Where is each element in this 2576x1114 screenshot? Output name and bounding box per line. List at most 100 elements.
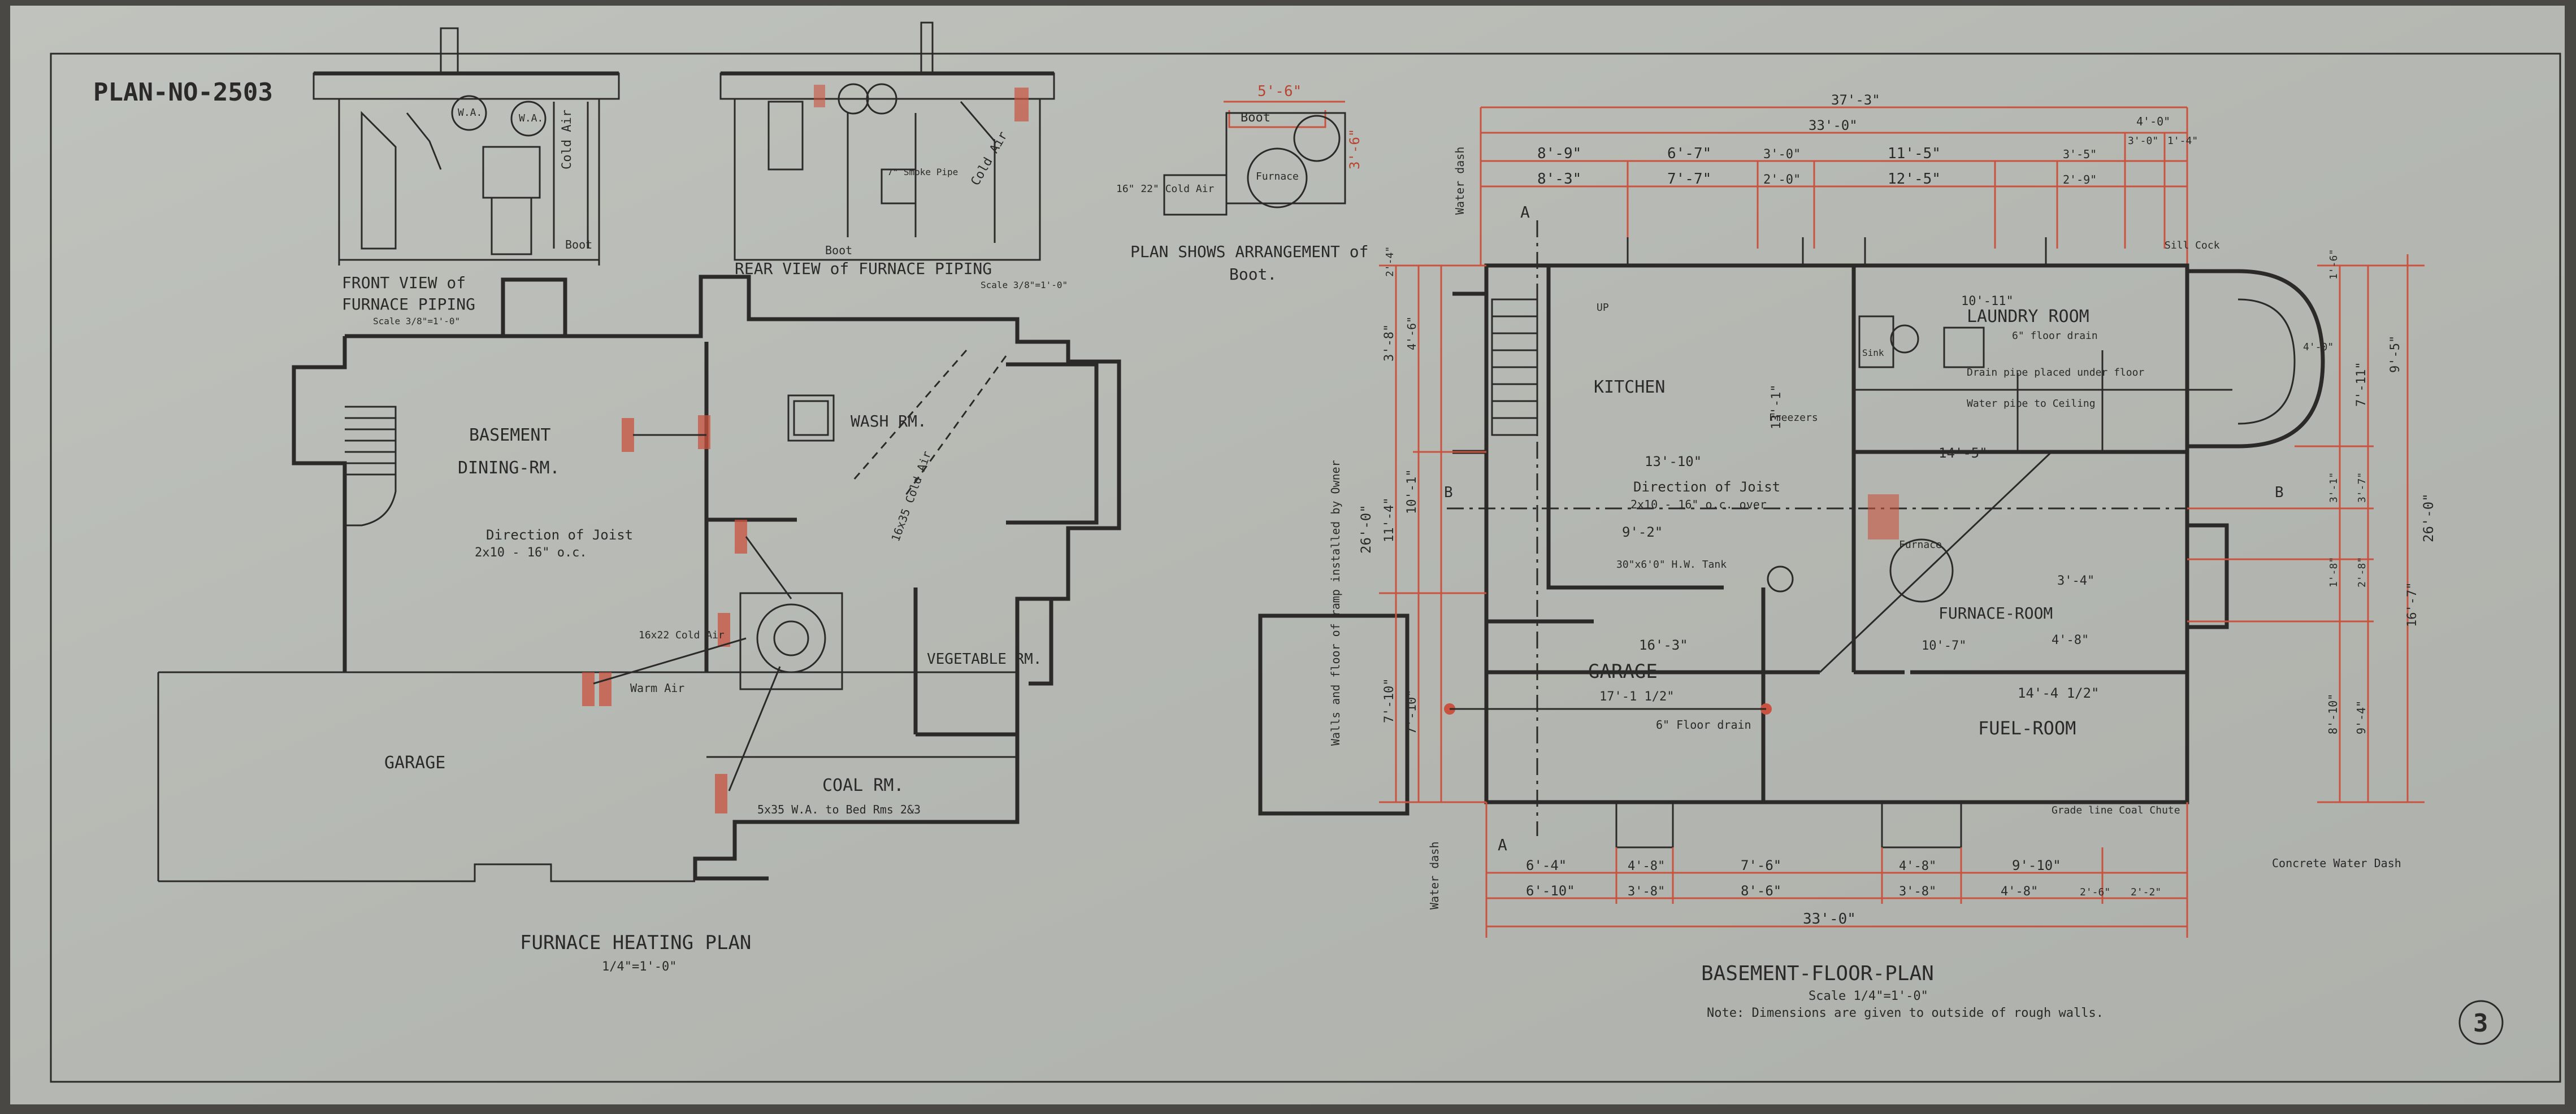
freezers-label: Freezers bbox=[1769, 412, 1818, 424]
sink-label: Sink bbox=[1862, 347, 1884, 358]
dim-left-46: 4'-6" bbox=[1405, 316, 1419, 350]
dim-right-260: 26'-0" bbox=[2421, 493, 2436, 542]
dim-bot-26: 2'-6" bbox=[2080, 886, 2110, 898]
dim-right-40: 4'-0" bbox=[2303, 341, 2334, 353]
dim-right-711: 7'-11" bbox=[2354, 362, 2369, 407]
section-b-left: B bbox=[1444, 484, 1453, 501]
front-view-furnace-piping: W.A. W.A. Cold Air Boot FRONT VIEW of FU… bbox=[313, 27, 620, 327]
room-basement: BASEMENT bbox=[469, 425, 551, 445]
dim-right-167: 16'-7" bbox=[2405, 582, 2419, 627]
furnace-label: Furnace bbox=[1899, 539, 1942, 551]
heating-bed-rms: 5x35 W.A. to Bed Rms 2&3 bbox=[757, 803, 921, 816]
sill-cock-label: Sill Cock bbox=[2165, 240, 2220, 251]
boot-furnace-label: Furnace bbox=[1256, 171, 1299, 182]
dim-right-28: 2'-8" bbox=[2356, 557, 2368, 588]
water-pipe-note: Water pipe to Ceiling bbox=[1967, 398, 2096, 410]
section-b-right: B bbox=[2275, 484, 2284, 501]
floor-plan-scale: Scale 1/4"=1'-0" bbox=[1809, 989, 1928, 1003]
stair bbox=[345, 406, 397, 526]
dim-inner-131: 13'-1" bbox=[1770, 385, 1784, 429]
dim-left-101: 10'-1" bbox=[1405, 469, 1419, 514]
water-dash-bottom: Water dash bbox=[1428, 842, 1441, 910]
dim-top-77: 7'-7" bbox=[1667, 171, 1711, 188]
front-view-title: FRONT VIEW of bbox=[342, 273, 466, 292]
paper bbox=[10, 6, 2565, 1104]
dim-left-38: 3'-8" bbox=[1382, 324, 1397, 362]
sheet-number-text: 3 bbox=[2473, 1009, 2488, 1038]
floor-drain-garage: 6" Floor drain bbox=[1656, 718, 1751, 732]
dim-inner-1310: 13'-10" bbox=[1645, 454, 1702, 469]
dim-left-260: 26'-0" bbox=[1358, 504, 1374, 554]
heating-cold-air: 16x22 Cold Air bbox=[639, 629, 725, 641]
dim-bot-38b: 3'-8" bbox=[1899, 885, 1936, 899]
section-a-bottom: A bbox=[1498, 836, 1507, 854]
dim-top-35: 3'-5" bbox=[2063, 147, 2097, 161]
front-wa-2: W.A. bbox=[519, 112, 543, 124]
dim-inner-1011: 10'-11" bbox=[1961, 294, 2014, 308]
dim-inner-1711: 17'-1 1/2" bbox=[1599, 690, 1674, 704]
heating-plan-title: FURNACE HEATING PLAN bbox=[520, 932, 751, 954]
dim-top-89: 8'-9" bbox=[1537, 145, 1581, 162]
dim-top-30: 3'-0" bbox=[1763, 147, 1801, 162]
floor-joist-note: Direction of Joist bbox=[1633, 479, 1780, 495]
floor-plan-title: BASEMENT-FLOOR-PLAN bbox=[1701, 962, 1934, 985]
stair-up: UP bbox=[1597, 302, 1609, 314]
furnace-symbol bbox=[756, 603, 826, 673]
right-dimensions: 9'-5" 7'-11" 1'-6" 26'-0" 16'-7" 3'-1" 3… bbox=[2187, 249, 2436, 803]
dim-top-125: 12'-5" bbox=[1888, 171, 1941, 188]
section-a-top: A bbox=[1520, 203, 1530, 221]
dim-left-24: 2'-4" bbox=[1384, 246, 1396, 277]
dim-inner-107: 10'-7" bbox=[1922, 639, 1966, 653]
dim-top-14: 1'-4" bbox=[2167, 135, 2198, 147]
rear-view-scale: Scale 3/8"=1'-0" bbox=[981, 280, 1068, 290]
dim-bot-76: 7'-6" bbox=[1741, 858, 1781, 873]
dim-top-33: 33'-0" bbox=[1809, 118, 1858, 133]
left-dimensions: 26'-0" 11'-4" 10'-1" 3'-8" 4'-6" 2'-4" 7… bbox=[1358, 246, 1486, 803]
floor-stair: UP bbox=[1491, 298, 1609, 436]
heating-plan-scale: 1/4"=1'-0" bbox=[602, 960, 676, 974]
front-cold-air: Cold Air bbox=[560, 110, 574, 169]
dim-right-94: 9'-4" bbox=[2354, 700, 2368, 734]
heating-warm-air: Warm Air bbox=[630, 681, 684, 695]
room-vegetable: VEGETABLE RM. bbox=[927, 651, 1042, 668]
front-boot: Boot bbox=[565, 238, 592, 251]
floor-joist-note-2: 2x10 - 16" o.c. over bbox=[1630, 498, 1767, 511]
dim-bot-910: 9'-10" bbox=[2012, 858, 2061, 873]
dim-bot-64: 6'-4" bbox=[1526, 858, 1567, 873]
front-view-title-2: FURNACE PIPING bbox=[342, 295, 475, 314]
heating-joist-note: Direction of Joist bbox=[486, 527, 633, 543]
room-fuel: FUEL-ROOM bbox=[1978, 717, 2076, 739]
floor-drain-laundry: 6" floor drain bbox=[2012, 330, 2098, 342]
floor-plan-note: Note: Dimensions are given to outside of… bbox=[1707, 1006, 2104, 1020]
dim-inner-92: 9'-2" bbox=[1622, 524, 1663, 540]
dim-inner-145: 14'-5" bbox=[1938, 445, 1988, 461]
dim-bot-48: 4'-8" bbox=[1628, 859, 1665, 873]
dim-inner-163: 16'-3" bbox=[1639, 637, 1688, 653]
heating-joist-note-2: 2x10 - 16" o.c. bbox=[475, 546, 587, 560]
room-garage-floor: GARAGE bbox=[1588, 660, 1658, 683]
dim-inner-1441: 14'-4 1/2" bbox=[2018, 685, 2100, 701]
grade-line-note: Grade line Coal Chute bbox=[2052, 804, 2180, 816]
dim-top-30b: 3'-0" bbox=[2128, 135, 2158, 147]
furnace-circle bbox=[1889, 538, 1954, 603]
rear-view-title: REAR VIEW of FURNACE PIPING bbox=[735, 259, 992, 278]
dim-right-37: 3'-7" bbox=[2356, 472, 2368, 503]
dim-bot-38: 3'-8" bbox=[1628, 885, 1665, 899]
boot-plan: 5'-6" Boot Furnace 3'-6" 16" 22" Cold Ai… bbox=[1116, 83, 1368, 284]
boot-dim-height: 3'-6" bbox=[1347, 129, 1363, 169]
water-dash-top: Water dash bbox=[1453, 147, 1467, 215]
dim-right-95: 9'-5" bbox=[2388, 336, 2402, 373]
plan-number: PLAN-NO-2503 bbox=[93, 78, 273, 107]
front-wa-1: W.A. bbox=[458, 107, 482, 119]
rear-boot: Boot bbox=[825, 243, 852, 257]
dim-bot-48c: 4'-8" bbox=[2001, 885, 2038, 899]
room-garage-heating: GARAGE bbox=[384, 753, 445, 773]
room-coal: COAL RM. bbox=[822, 776, 904, 795]
dim-top-40: 4'-0" bbox=[2136, 115, 2170, 128]
laundry-sink bbox=[1858, 315, 1894, 368]
dim-inner-48: 4'-8" bbox=[2052, 633, 2089, 647]
dim-top-20: 2'-0" bbox=[1763, 173, 1801, 187]
dim-right-16: 1'-6" bbox=[2328, 249, 2340, 280]
boot-plan-note-2: Boot. bbox=[1229, 265, 1277, 284]
